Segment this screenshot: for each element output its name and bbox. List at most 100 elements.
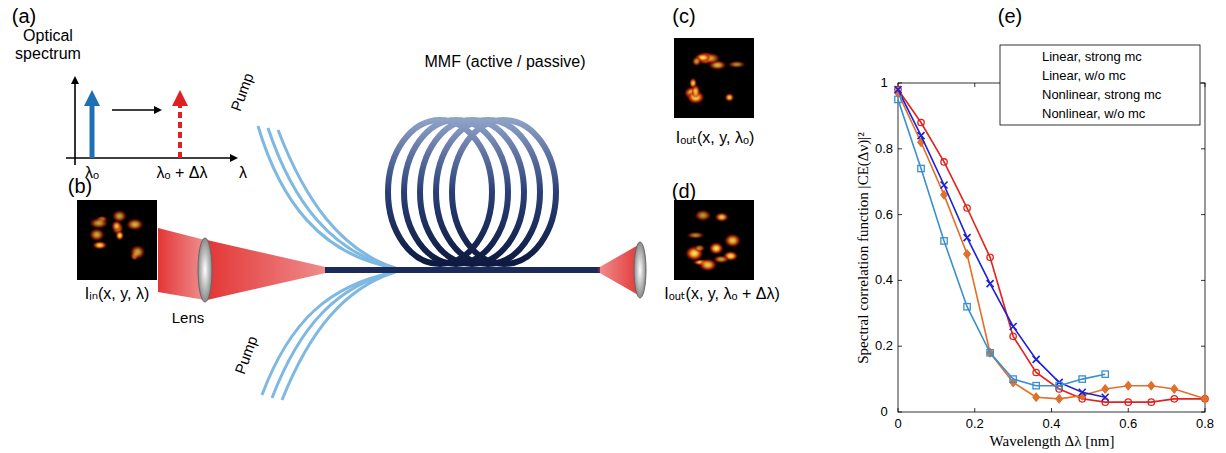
pump-label: Pump — [227, 71, 257, 114]
input-optics — [158, 228, 330, 302]
axis-label: λ — [239, 164, 247, 182]
tick — [898, 412, 902, 413]
square-marker — [1079, 376, 1085, 382]
data-curve — [898, 90, 1105, 398]
tick — [1201, 83, 1205, 84]
tick — [898, 408, 899, 412]
diamond-marker — [1148, 381, 1155, 390]
image-ground — [77, 200, 157, 280]
speckle-grain — [686, 232, 704, 239]
tick-label: 0.4 — [875, 273, 893, 288]
tick — [1201, 214, 1205, 215]
speckle-image — [674, 38, 754, 118]
data-curve — [898, 90, 1205, 403]
square-marker — [964, 304, 970, 310]
tick-label: 1 — [880, 76, 887, 91]
square-marker — [941, 238, 947, 244]
intensity-label: Iᵢₙ(x, y, λ) — [85, 285, 150, 303]
diamond-marker — [1102, 384, 1109, 393]
cross-marker — [1010, 323, 1017, 330]
tick-label: 0.4 — [1042, 417, 1060, 432]
tick — [898, 214, 902, 215]
diamond-marker — [1202, 394, 1209, 403]
diamond-marker — [1171, 384, 1178, 393]
tick — [1051, 408, 1052, 412]
legend-box — [1000, 45, 1200, 125]
image-ground — [674, 200, 754, 280]
speckle-grain — [715, 212, 729, 222]
cross-marker — [1102, 394, 1109, 401]
tick — [974, 408, 975, 412]
tick — [898, 83, 902, 84]
square-marker — [1056, 382, 1062, 388]
speckle-grain — [692, 56, 702, 66]
speckle-image — [674, 200, 754, 280]
cross-marker — [1079, 389, 1086, 396]
cross-marker — [964, 234, 971, 241]
tick-label: 0.8 — [1196, 417, 1214, 432]
panel-letter: (b) — [68, 175, 92, 198]
speckle-grain — [130, 245, 146, 260]
speckle-grain — [89, 218, 108, 229]
speckle-grain — [724, 233, 741, 247]
output-optics — [598, 242, 646, 298]
pump-label: Pump — [231, 334, 261, 377]
fiber-coil — [388, 120, 556, 264]
tick — [1201, 412, 1205, 413]
tick-label: 0.2 — [966, 417, 984, 432]
fiber-line — [325, 267, 600, 273]
speckle-grain — [728, 61, 746, 68]
diamond-marker — [964, 250, 971, 259]
speckle-grain — [111, 220, 121, 231]
cross-marker — [1033, 356, 1040, 363]
tick — [974, 83, 975, 87]
circle-marker — [1033, 369, 1039, 375]
speckle-grain — [713, 255, 730, 263]
square-marker — [1010, 376, 1016, 382]
circle-marker — [941, 159, 947, 165]
axis-caption: Optical spectrum — [3, 27, 93, 64]
axis-title: Wavelength Δλ [nm] — [990, 433, 1115, 450]
diamond-marker — [1033, 393, 1040, 402]
cross-marker — [941, 181, 948, 188]
circle-marker — [964, 205, 970, 211]
fiber-label: MMF (active / passive) — [425, 53, 586, 71]
tick-label: 0.2 — [875, 339, 893, 354]
circle-marker — [1125, 399, 1131, 405]
pump-fibers — [258, 126, 395, 400]
tick-label: 0.6 — [875, 207, 893, 222]
square-marker — [987, 350, 993, 356]
intensity-label: Iₒᵤₜ(x, y, λₒ + Δλ) — [664, 285, 780, 303]
intensity-label: Iₒᵤₜ(x, y, λₒ) — [676, 129, 755, 147]
legend-text: Linear, w/o mc — [1042, 69, 1126, 84]
circle-marker — [1010, 333, 1016, 339]
cross-marker — [918, 132, 925, 139]
tick-label: 0.6 — [1119, 417, 1137, 432]
cross-marker — [987, 280, 994, 287]
tick — [1201, 280, 1205, 281]
tick-label: 0 — [894, 417, 901, 432]
tick-label: 0 — [880, 405, 887, 420]
tick — [1128, 408, 1129, 412]
speckle-grain — [112, 210, 127, 223]
legend-text: Nonlinear, strong mc — [1042, 88, 1161, 103]
axis-title: Spectral correlation function |CE(Δν)|² — [855, 132, 872, 363]
wavelength-label: λₒ + Δλ — [157, 164, 208, 182]
tick — [898, 346, 902, 347]
speckle-grain — [691, 84, 700, 99]
square-marker — [918, 165, 924, 171]
diamond-marker — [1125, 381, 1132, 390]
tick — [898, 148, 902, 149]
panel-letter: (a) — [12, 5, 36, 28]
lens-label: Lens — [172, 309, 205, 326]
speckle-grain — [92, 241, 107, 250]
circle-marker — [1148, 399, 1154, 405]
tick — [1205, 408, 1206, 412]
speckle-panel: (d)Iₒᵤₜ(x, y, λₒ + Δλ) — [645, 175, 795, 307]
data-curve — [898, 93, 1205, 399]
speckle-panel: (c)Iₒᵤₜ(x, y, λₒ) — [650, 0, 780, 152]
image-ground — [674, 38, 754, 118]
circle-marker — [1171, 396, 1177, 402]
panel-letter: (e) — [998, 5, 1022, 28]
